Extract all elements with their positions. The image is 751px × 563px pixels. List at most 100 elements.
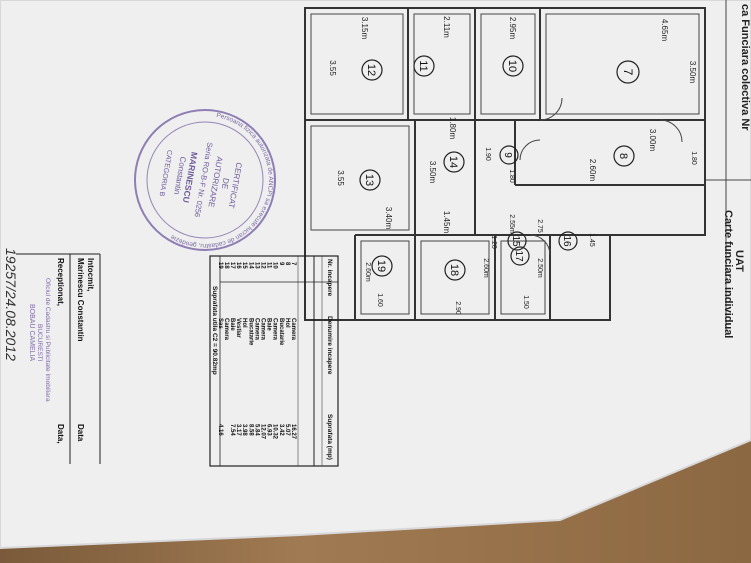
table-cell-area: 10.32	[272, 424, 278, 440]
table-cell-name: Camera	[253, 318, 259, 341]
room-10: 10 2.95m	[502, 17, 524, 77]
room-9: 9 1.80 1.90	[484, 145, 519, 183]
table-cell-nr: 11	[266, 262, 272, 269]
svg-text:2.11m: 2.11m	[442, 16, 451, 38]
table-header-area: Suprafata (mp)	[326, 414, 333, 460]
room-8: 8 3.00m 2.60m 1.80	[588, 129, 697, 182]
svg-text:1.45: 1.45	[588, 233, 595, 247]
svg-text:2.60m: 2.60m	[588, 159, 597, 182]
svg-text:7: 7	[621, 69, 635, 76]
table-cell-nr: 18	[223, 262, 229, 269]
table-cell-nr: 16	[235, 262, 241, 269]
office-person: BOBAU CAMELIA	[28, 304, 35, 362]
header-title-cut: ca Funciara colectiva Nr	[739, 4, 751, 131]
svg-text:3.55: 3.55	[336, 170, 345, 186]
svg-text:12: 12	[365, 64, 377, 76]
table-cell-name: Hol	[241, 318, 247, 328]
table-cell-name: Sas	[217, 318, 223, 329]
table-cell-name: Camera	[272, 318, 278, 341]
room-17: 17 2.50m 1.50	[510, 246, 543, 309]
table-cell-name: Camera	[223, 318, 229, 341]
table-cell-area: 8.58	[247, 424, 253, 436]
table-cell-nr: 10	[272, 262, 278, 269]
room-13: 13 3.40m 3.55	[336, 169, 393, 229]
svg-text:11: 11	[417, 60, 429, 71]
svg-text:2.90: 2.90	[454, 301, 461, 315]
svg-text:2.75: 2.75	[536, 219, 543, 233]
svg-text:2.95m: 2.95m	[508, 17, 517, 40]
table-cell-nr: 13	[253, 262, 259, 269]
svg-text:3.50m: 3.50m	[688, 61, 697, 84]
room-19: 19 2.60m 1.60	[364, 255, 393, 307]
svg-text:1.50: 1.50	[522, 295, 529, 309]
table-cell-area: 16.27	[290, 424, 296, 440]
svg-text:8: 8	[617, 153, 629, 159]
receptionat-data: Data,	[56, 424, 65, 444]
receptionat-label: Receptionat,	[56, 258, 65, 306]
table-cell-name: Baie	[229, 318, 235, 331]
office-city: BUCURESTI	[36, 324, 43, 362]
table-cell-area: 3.42	[278, 424, 284, 436]
svg-text:1.45m: 1.45m	[442, 211, 451, 234]
room-14: 14 1.80m 3.50m 1.45m	[428, 117, 465, 234]
table-cell-name: Hol	[284, 318, 290, 328]
table-cell-area: 4.16	[217, 424, 223, 436]
table-cell-nr: 19	[217, 262, 223, 269]
svg-text:1.60: 1.60	[376, 293, 383, 307]
svg-text:19: 19	[375, 260, 387, 272]
svg-text:18: 18	[448, 264, 460, 276]
intocmit-name: Marinescu Constantin	[76, 258, 85, 342]
svg-text:1.80m: 1.80m	[448, 117, 457, 140]
svg-text:3.55: 3.55	[328, 60, 337, 76]
svg-text:2.50m: 2.50m	[536, 258, 543, 278]
svg-text:15: 15	[510, 235, 521, 247]
table-cell-nr: 8	[284, 262, 290, 266]
table-cell-name: Bucatarie	[278, 318, 284, 346]
header-carte-individual: Carte funciara individual	[722, 210, 734, 338]
svg-text:DE: DE	[220, 177, 231, 190]
table-cell-nr: 7	[290, 262, 296, 266]
table-cell-nr: 17	[229, 262, 235, 269]
table-cell-area: 5.84	[253, 424, 259, 436]
svg-text:2.60m: 2.60m	[482, 258, 489, 278]
svg-text:16: 16	[561, 235, 572, 247]
table-cell-nr: 9	[278, 262, 284, 266]
table-cell-area: 3.98	[241, 424, 247, 436]
room-11: 11 2.11m	[413, 16, 451, 77]
table-cell-name: Baie	[266, 318, 272, 331]
svg-text:9: 9	[502, 152, 513, 158]
table-cell-nr: 14	[247, 262, 253, 269]
table-cell-area: 5.07	[284, 424, 290, 436]
table-cell-name: Bucatarie	[247, 318, 253, 346]
room-15: 15 2.55m 1.20	[490, 214, 527, 251]
floor-plan	[304, 7, 706, 321]
svg-text:3.15m: 3.15m	[360, 17, 369, 40]
table-cell-area: 12.07	[260, 424, 266, 440]
table-cell-nr: 15	[241, 262, 247, 269]
intocmit-label: Intocmit,	[86, 258, 95, 291]
svg-text:2.55m: 2.55m	[508, 214, 515, 234]
room-16: 16 2.75 1.45	[536, 219, 595, 251]
svg-text:1.80: 1.80	[508, 169, 515, 183]
handwritten-number: 19257/24.08.2012	[3, 248, 19, 361]
svg-text:1.20: 1.20	[490, 235, 497, 249]
room-7: 7 4.65m 3.50m	[616, 19, 697, 84]
table-total: Suprafata utila C2 = 90.82mp	[211, 286, 218, 375]
room-18: 18 2.60m 2.90	[444, 258, 489, 315]
svg-text:3.00m: 3.00m	[648, 129, 657, 152]
table-header-name: Denumire incapere	[326, 316, 333, 375]
header-uat: UAT	[733, 250, 745, 272]
svg-text:10: 10	[506, 60, 518, 72]
svg-text:1.90: 1.90	[484, 147, 491, 161]
signature-block: Intocmit, Marinescu Constantin Data Rece…	[3, 248, 101, 464]
svg-text:3.50m: 3.50m	[428, 161, 437, 184]
table-cell-name: Camera	[260, 318, 266, 341]
table-cell-nr: 12	[260, 262, 266, 269]
table-cell-area: 6.93	[266, 424, 272, 436]
svg-text:14: 14	[447, 156, 459, 168]
table-cell-area: 3.17	[235, 424, 241, 436]
table-cell-name: Vestiar	[235, 318, 241, 338]
